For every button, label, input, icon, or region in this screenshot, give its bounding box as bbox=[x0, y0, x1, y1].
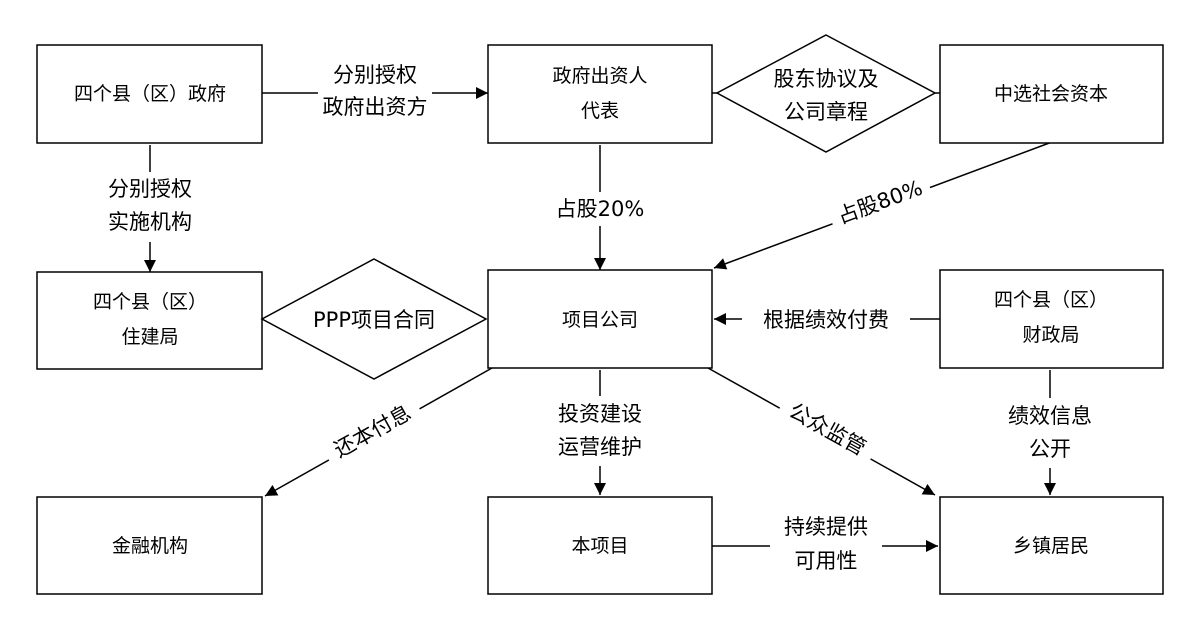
diamond-shareholder-agreement-label-1: 股东协议及 bbox=[774, 67, 879, 91]
node-finance-bureau: 四个县（区） 财政局 bbox=[939, 269, 1164, 369]
node-county-government: 四个县（区）政府 bbox=[36, 44, 263, 144]
label-performance-disclosure-2: 公开 bbox=[1029, 437, 1071, 461]
label-performance-disclosure-1: 绩效信息 bbox=[1008, 404, 1092, 428]
diamond-ppp-contract: PPP项目合同 bbox=[260, 258, 488, 380]
label-authorize-investor-1: 分别授权 bbox=[333, 63, 417, 87]
node-housing-bureau: 四个县（区） 住建局 bbox=[36, 271, 263, 370]
node-this-project-label: 本项目 bbox=[571, 535, 628, 557]
node-finance-bureau-label-2: 财政局 bbox=[1022, 324, 1079, 346]
node-town-residents: 乡镇居民 bbox=[939, 496, 1164, 595]
label-build-operate-2: 运营维护 bbox=[558, 435, 642, 459]
node-financial-institution: 金融机构 bbox=[36, 496, 263, 595]
node-town-residents-label: 乡镇居民 bbox=[1013, 535, 1089, 557]
node-project-company-label: 项目公司 bbox=[562, 309, 638, 331]
label-continuous-availability-1: 持续提供 bbox=[784, 515, 868, 539]
label-share-20: 占股20% bbox=[556, 197, 645, 221]
node-finance-bureau-label-1: 四个县（区） bbox=[994, 289, 1108, 311]
node-county-government-label: 四个县（区）政府 bbox=[74, 83, 226, 105]
diamond-shareholder-agreement-label-2: 公司章程 bbox=[784, 100, 868, 124]
node-government-investor: 政府出资人 代表 bbox=[487, 44, 713, 144]
node-social-capital: 中选社会资本 bbox=[939, 44, 1164, 144]
label-continuous-availability-2: 可用性 bbox=[795, 549, 858, 573]
node-housing-bureau-label-1: 四个县（区） bbox=[93, 291, 207, 313]
node-government-investor-label-2: 代表 bbox=[581, 100, 619, 122]
node-social-capital-label: 中选社会资本 bbox=[994, 83, 1108, 105]
diamond-shareholder-agreement: 股东协议及 公司章程 bbox=[715, 34, 937, 153]
label-share-80: 占股80% bbox=[834, 176, 926, 229]
node-financial-institution-label: 金融机构 bbox=[112, 535, 188, 557]
diamond-ppp-contract-label: PPP项目合同 bbox=[313, 308, 435, 332]
label-authorize-investor-2: 政府出资方 bbox=[323, 95, 428, 119]
label-pay-by-performance: 根据绩效付费 bbox=[763, 308, 889, 332]
label-authorize-implementer-1: 分别授权 bbox=[108, 177, 192, 201]
node-housing-bureau-label-2: 住建局 bbox=[121, 326, 178, 348]
label-authorize-implementer-2: 实施机构 bbox=[108, 210, 192, 234]
node-project-company: 项目公司 bbox=[487, 269, 713, 369]
node-government-investor-label-1: 政府出资人 bbox=[552, 65, 647, 87]
node-this-project: 本项目 bbox=[487, 496, 713, 595]
label-build-operate-1: 投资建设 bbox=[558, 402, 642, 426]
